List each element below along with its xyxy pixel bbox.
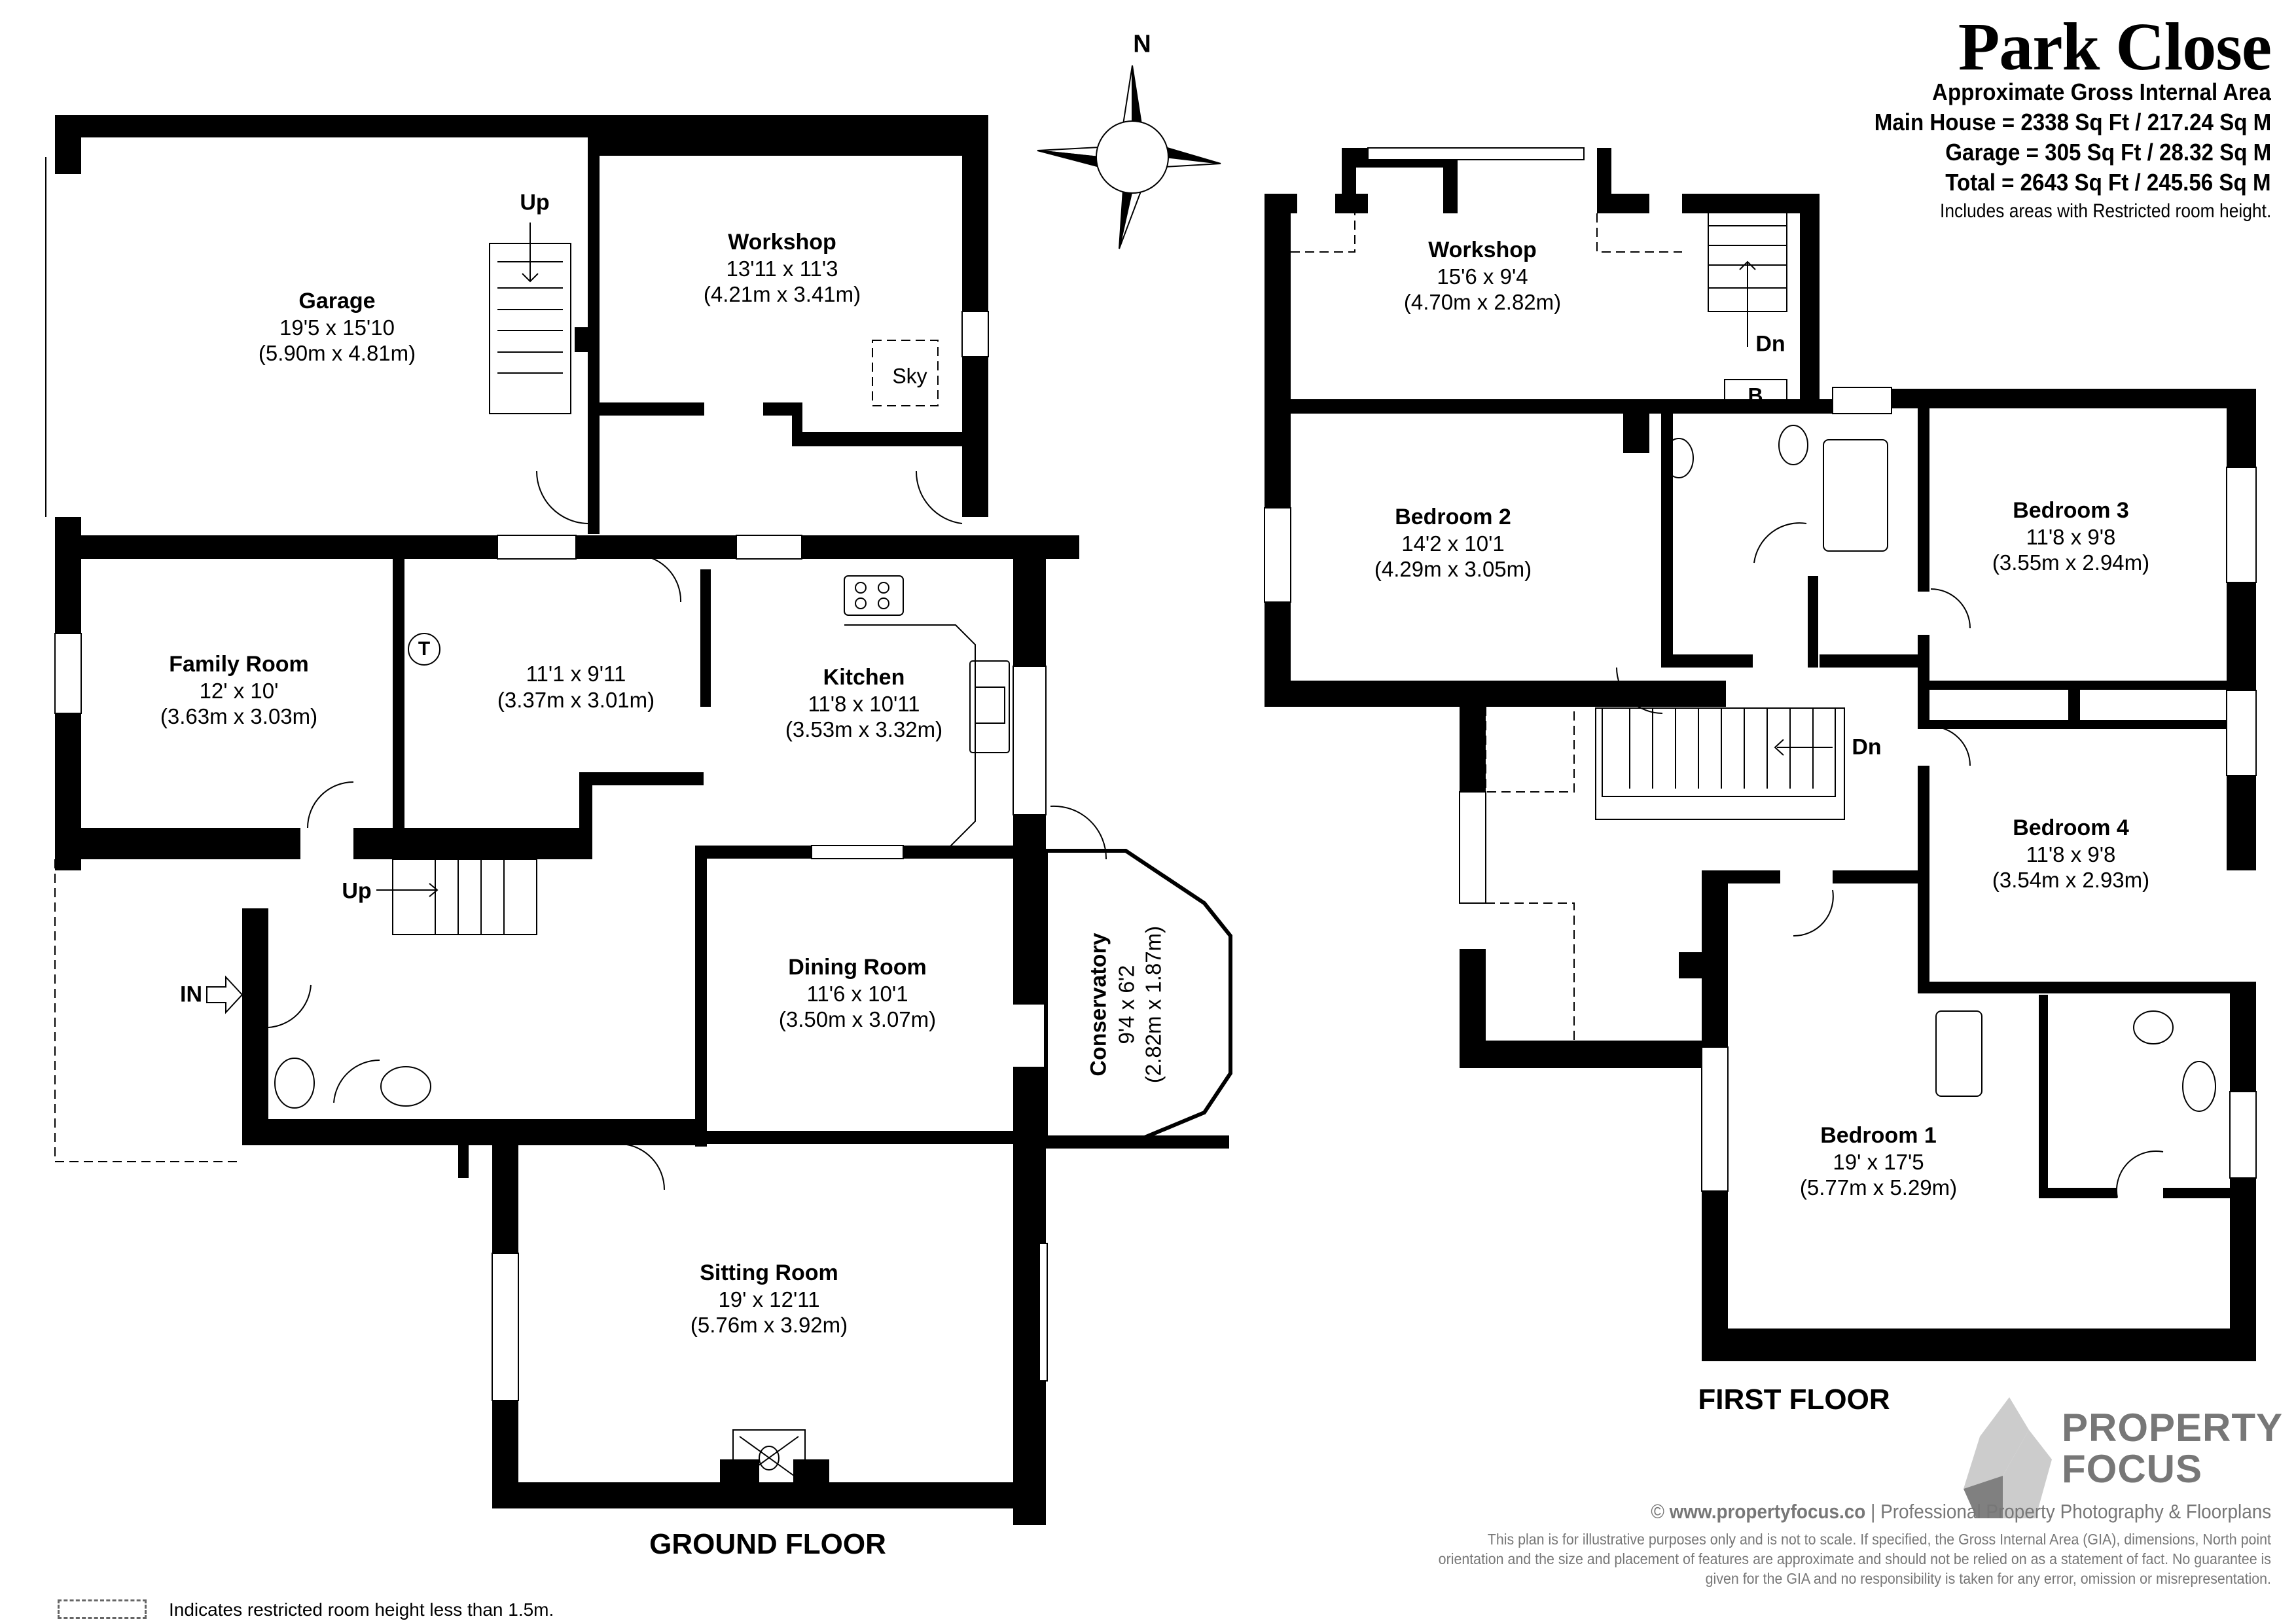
room-label-workshop-ground: Workshop 13'11 x 11'3 (4.21m x 3.41m) xyxy=(703,230,861,307)
stairs-up-label-garage: Up xyxy=(520,190,550,215)
compass-rose-icon xyxy=(1037,65,1221,249)
skylight-label: Sky xyxy=(892,364,927,388)
area-garage: Garage = 305 Sq Ft / 28.32 Sq M xyxy=(1945,139,2271,166)
stairs-down-label-landing: Dn xyxy=(1852,734,1882,760)
room-label-bedroom-4: Bedroom 4 11'8 x 9'8 (3.54m x 2.93m) xyxy=(1992,815,2150,893)
boiler-label: B xyxy=(1748,383,1763,408)
ground-floor-lines xyxy=(45,157,1232,1486)
stairs-up-label-hall: Up xyxy=(342,878,372,904)
room-label-family-room: Family Room 12' x 10' (3.63m x 3.03m) xyxy=(160,652,318,729)
property-focus-logo-icon xyxy=(1964,1397,2052,1518)
room-label-bedroom-3: Bedroom 3 11'8 x 9'8 (3.55m x 2.94m) xyxy=(1992,498,2150,575)
first-floor-lines xyxy=(1264,147,2257,1198)
footer-credit: © www.propertyfocus.co | Professional Pr… xyxy=(1651,1500,2271,1524)
room-label-garage: Garage 19'5 x 15'10 (5.90m x 4.81m) xyxy=(258,289,416,366)
website-link[interactable]: www.propertyfocus.co xyxy=(1669,1500,1866,1523)
ground-floor-walls xyxy=(55,115,1229,1525)
stairs-down-label-workshop: Dn xyxy=(1755,331,1785,357)
entrance-label: IN xyxy=(180,982,202,1007)
brand-line-1: PROPERTY xyxy=(2062,1406,2284,1450)
area-total: Total = 2643 Sq Ft / 245.56 Sq M xyxy=(1945,169,2271,196)
area-note: Includes areas with Restricted room heig… xyxy=(1939,200,2271,222)
brand-wordmark: PROPERTY FOCUS xyxy=(2062,1407,2283,1489)
restricted-height-legend-swatch xyxy=(58,1599,147,1619)
footer-tagline: | Professional Property Photography & Fl… xyxy=(1865,1500,2271,1523)
room-label-bedroom-2: Bedroom 2 14'2 x 10'1 (4.29m x 3.05m) xyxy=(1374,505,1532,582)
room-label-dining-room: Dining Room 11'6 x 10'1 (3.50m x 3.07m) xyxy=(778,955,937,1032)
first-floor-label: FIRST FLOOR xyxy=(1698,1383,1890,1416)
property-title: Park Close xyxy=(1958,9,2272,84)
room-label-bedroom-1: Bedroom 1 19' x 17'5 (5.77m x 5.29m) xyxy=(1799,1123,1958,1200)
first-floor-walls xyxy=(1265,148,2256,1361)
room-label-hall-room: 11'1 x 9'11 (3.37m x 3.01m) xyxy=(497,662,655,712)
brand-line-2: FOCUS xyxy=(2062,1447,2202,1491)
room-label-conservatory: Conservatory 9'4 x 6'2 (2.82m x 1.87m) xyxy=(1086,925,1166,1084)
area-heading: Approximate Gross Internal Area xyxy=(1932,79,2271,105)
restricted-height-legend-text: Indicates restricted room height less th… xyxy=(169,1599,554,1620)
tank-label: T xyxy=(418,638,431,660)
room-label-kitchen: Kitchen 11'8 x 10'11 (3.53m x 3.32m) xyxy=(785,665,943,742)
copyright-symbol: © xyxy=(1651,1500,1664,1523)
disclaimer-text: This plan is for illustrative purposes o… xyxy=(1438,1531,2271,1587)
room-label-workshop-first: Workshop 15'6 x 9'4 (4.70m x 2.82m) xyxy=(1403,238,1562,315)
ground-floor-label: GROUND FLOOR xyxy=(649,1528,886,1560)
compass-north-label: N xyxy=(1133,30,1151,58)
area-main-house: Main House = 2338 Sq Ft / 217.24 Sq M xyxy=(1874,109,2271,135)
room-label-sitting-room: Sitting Room 19' x 12'11 (5.76m x 3.92m) xyxy=(690,1260,848,1338)
